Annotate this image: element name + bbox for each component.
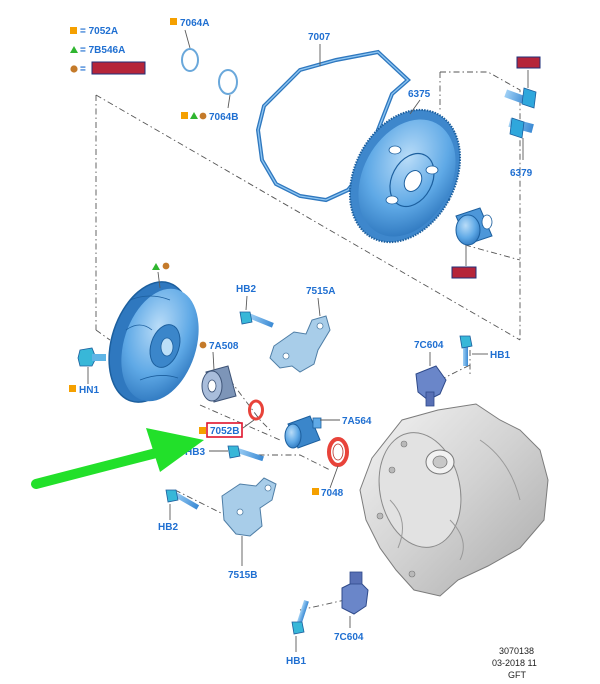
label-7007[interactable]: 7007 [308,32,331,43]
footer-date: 03-2018 11 [492,658,537,668]
circle-icon [199,341,207,349]
label-7C604-lower[interactable]: 7C604 [334,632,364,643]
legend-text-2: = 7B546A [80,45,125,56]
flywheel-bolt-upper[interactable] [504,87,537,109]
o-ring-7052B[interactable] [248,399,264,421]
square-icon [181,112,188,119]
square-icon [312,488,319,495]
square-icon [199,427,206,434]
flywheel-bolt-6379[interactable] [508,117,534,139]
legend-circle-icon [70,65,78,73]
sensor-7C604-upper[interactable] [415,365,447,407]
legend-text-3: = [80,64,86,75]
redacted-label-bolt[interactable] [516,56,541,69]
legend-square-icon [70,27,77,34]
triangle-icon [190,112,198,119]
circle-icon [199,112,207,120]
nut-HN1[interactable] [77,347,106,367]
bolt-HB1-lower[interactable] [291,600,309,635]
clutch-pressure-plate[interactable] [95,271,212,412]
circle-icon [162,262,170,270]
label-7064B[interactable]: 7064B [209,112,238,123]
footer-code: GFT [508,670,526,680]
legend-redacted-code [91,61,146,75]
label-HB2-lower[interactable]: HB2 [158,522,178,533]
label-HB3[interactable]: HB3 [185,447,205,458]
redacted-label-spacer[interactable] [451,266,477,279]
square-icon [69,385,76,392]
label-7A508[interactable]: 7A508 [209,341,239,352]
footer-number: 3070138 [499,646,534,656]
bolt-HB1-upper[interactable] [459,335,473,366]
bolt-HB2-lower[interactable] [165,489,200,510]
label-HB1-lower[interactable]: HB1 [286,656,306,667]
label-6375[interactable]: 6375 [408,89,431,100]
bracket-7515A[interactable] [269,315,331,373]
legend-text-1: = 7052A [80,26,118,37]
legend-triangle-icon [70,46,78,53]
flywheel-spacer[interactable] [455,207,493,246]
flywheel-6375[interactable] [328,91,482,262]
label-HN1[interactable]: HN1 [79,385,99,396]
label-7A564[interactable]: 7A564 [342,416,372,427]
diagram-footer: 3070138 03-2018 11 GFT [492,646,537,680]
bracket-7515B[interactable] [221,477,277,537]
slave-cylinder-7A564[interactable] [284,415,322,449]
sensor-7C604-lower[interactable] [341,571,369,615]
bolt-HB3[interactable] [227,445,264,462]
label-7064A[interactable]: 7064A [180,18,209,29]
snap-ring-7064B[interactable] [218,69,238,95]
release-bearing-7A508[interactable] [201,365,237,403]
label-7052B[interactable]: 7052B [210,426,239,437]
square-icon [170,18,177,25]
label-7515A[interactable]: 7515A [306,286,335,297]
label-HB1-upper[interactable]: HB1 [490,350,510,361]
label-7048[interactable]: 7048 [321,488,344,499]
label-HB2-upper[interactable]: HB2 [236,284,256,295]
label-7C604-upper[interactable]: 7C604 [414,340,444,351]
highlight-box-7052B [206,422,243,438]
snap-ring-7064A[interactable] [181,48,199,72]
label-7515B[interactable]: 7515B [228,570,257,581]
assembly-lines [95,71,521,611]
triangle-icon [152,263,160,270]
seal-7048[interactable] [327,437,349,467]
green-arrow-pointer [31,428,204,489]
legend: = 7052A = 7B546A = [70,26,146,75]
bolt-HB2-upper[interactable] [239,311,274,328]
transmission-housing [359,403,549,597]
label-6379[interactable]: 6379 [510,168,533,179]
